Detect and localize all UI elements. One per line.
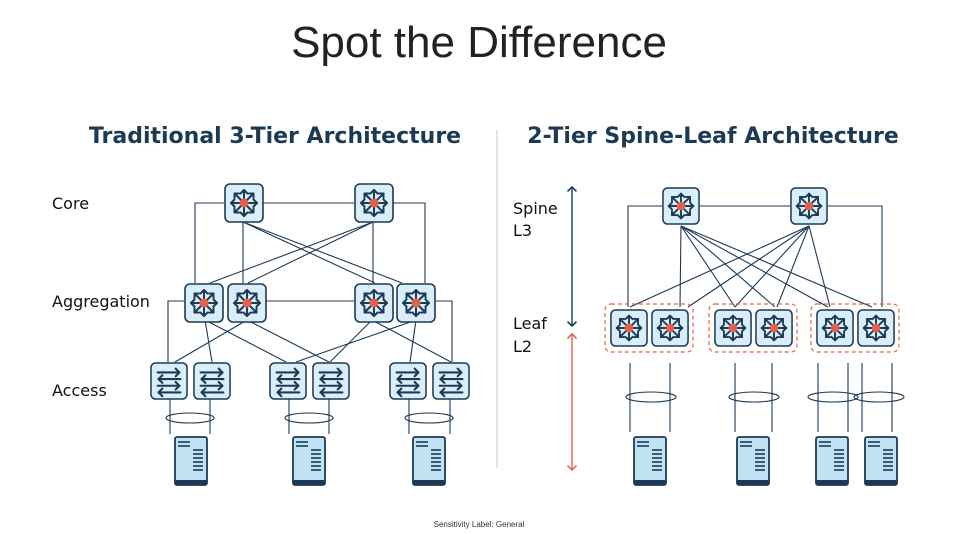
aggregation-router-2-icon — [227, 283, 267, 323]
aggregation-router-3-icon — [354, 283, 394, 323]
aggregation-router-1-icon — [184, 283, 224, 323]
server-6-icon — [815, 436, 849, 486]
leaf-pair-1-outline — [604, 303, 694, 353]
leaf-layer-label: L2 — [513, 337, 533, 356]
server-5-icon — [736, 436, 770, 486]
server-7-icon — [864, 436, 898, 486]
aggregation-label: Aggregation — [52, 292, 150, 311]
server-4-icon — [633, 436, 667, 486]
page-title: Spot the Difference — [291, 18, 667, 67]
access-label: Access — [52, 381, 107, 400]
spine-layer-label: L3 — [513, 221, 533, 240]
access-switch-5-icon — [389, 362, 427, 400]
leaf-router-4-icon — [755, 309, 793, 347]
leaf-router-5-icon — [816, 309, 854, 347]
access-switch-1-icon — [150, 362, 188, 400]
spine-leaf-links — [625, 205, 905, 432]
access-switch-6-icon — [432, 362, 470, 400]
leaf-pair-2-outline — [708, 303, 798, 353]
core-router-2-icon — [354, 183, 394, 223]
leaf-router-2-icon — [651, 309, 689, 347]
core-label: Core — [52, 194, 90, 213]
server-3-icon — [412, 436, 446, 486]
spine-router-2-icon — [790, 187, 828, 225]
access-switch-4-icon — [312, 362, 350, 400]
three-tier-links — [165, 202, 454, 434]
leaf-pair-3-outline — [810, 303, 900, 353]
leaf-label: Leaf — [513, 314, 547, 333]
sensitivity-label: Sensitivity Label: General — [433, 520, 525, 529]
leaf-router-6-icon — [857, 309, 895, 347]
spine-router-1-icon — [662, 187, 700, 225]
aggregation-router-4-icon — [396, 283, 436, 323]
spine-label: Spine — [513, 199, 558, 218]
core-router-1-icon — [224, 183, 264, 223]
access-switch-3-icon — [269, 362, 307, 400]
server-1-icon — [174, 436, 208, 486]
left-section-title: Traditional 3-Tier Architecture — [88, 124, 462, 149]
leaf-router-3-icon — [714, 309, 752, 347]
leaf-router-1-icon — [610, 309, 648, 347]
access-switch-2-icon — [193, 362, 231, 400]
server-2-icon — [292, 436, 326, 486]
right-section-title: 2-Tier Spine-Leaf Architecture — [527, 124, 899, 149]
